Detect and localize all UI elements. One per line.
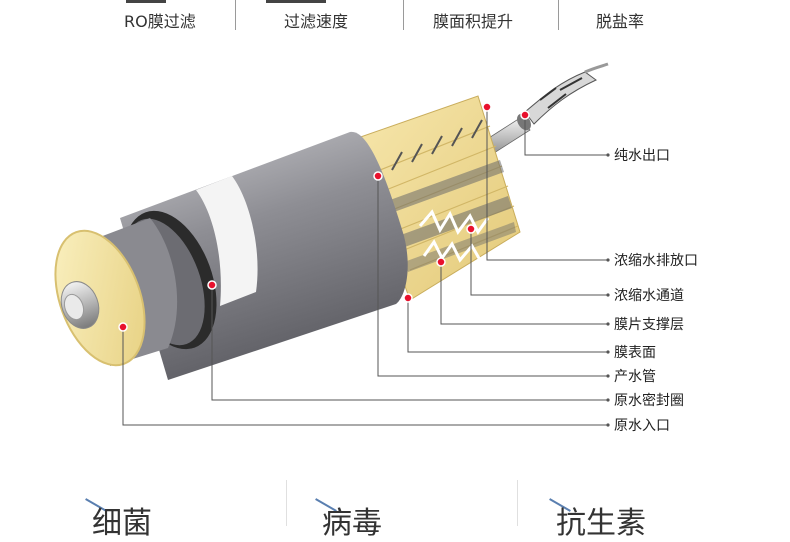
tab-decoration xyxy=(266,0,326,3)
leader-support-layer xyxy=(440,262,608,325)
label-support-layer: 膜片支撑层 xyxy=(614,317,684,333)
marker-concentrate-outlet xyxy=(482,102,492,112)
tab-decoration xyxy=(126,0,166,3)
item-virus: 病毒 xyxy=(322,506,382,541)
label-concentrate-channel: 浓缩水通道 xyxy=(614,288,684,304)
bottom-divider xyxy=(286,480,287,526)
feature-tabs: RO膜过滤 过滤速度 膜面积提升 脱盐率 xyxy=(0,0,790,40)
label-membrane-surface: 膜表面 xyxy=(614,345,656,361)
tab-membrane-area[interactable]: 膜面积提升 xyxy=(433,12,514,31)
leader-product-tube xyxy=(377,176,608,377)
leader-pure-water-outlet xyxy=(524,115,608,156)
leader-concentrate-channel xyxy=(470,229,608,296)
label-concentrate-outlet: 浓缩水排放口 xyxy=(614,253,698,269)
label-product-tube: 产水管 xyxy=(614,369,656,385)
tab-salt-rejection[interactable]: 脱盐率 xyxy=(596,12,645,31)
marker-raw-water-inlet xyxy=(118,322,128,332)
tab-divider xyxy=(235,0,236,30)
marker-product-tube xyxy=(373,171,383,181)
tab-divider xyxy=(558,0,559,30)
leader-concentrate-outlet xyxy=(486,107,608,261)
leader-end-dots xyxy=(606,153,610,427)
leader-raw-water-seal xyxy=(211,285,608,401)
tab-ro-filtration[interactable]: RO膜过滤 xyxy=(124,12,196,31)
leader-lines xyxy=(122,107,608,426)
item-antibiotics: 抗生素 xyxy=(556,506,646,541)
label-raw-water-inlet: 原水入口 xyxy=(614,418,670,434)
marker-support-layer xyxy=(436,257,446,267)
ro-membrane-diagram xyxy=(54,62,610,427)
leader-membrane-surface xyxy=(407,298,608,353)
marker-concentrate-channel xyxy=(466,224,476,234)
marker-pure-water-outlet xyxy=(520,110,530,120)
callout-markers xyxy=(118,102,530,332)
label-raw-water-seal: 原水密封圈 xyxy=(614,393,684,409)
marker-membrane-surface xyxy=(403,293,413,303)
inlet-end-cap xyxy=(54,218,178,367)
filtered-contaminants-strip: 细菌 病毒 抗生素 xyxy=(0,470,790,541)
bottom-divider xyxy=(517,480,518,526)
marker-raw-water-seal xyxy=(207,280,217,290)
item-bacteria: 细菌 xyxy=(92,506,152,541)
leader-raw-water-inlet xyxy=(122,327,608,426)
tab-filter-speed[interactable]: 过滤速度 xyxy=(284,12,349,31)
tab-divider xyxy=(403,0,404,30)
label-pure-water-outlet: 纯水出口 xyxy=(614,148,670,164)
